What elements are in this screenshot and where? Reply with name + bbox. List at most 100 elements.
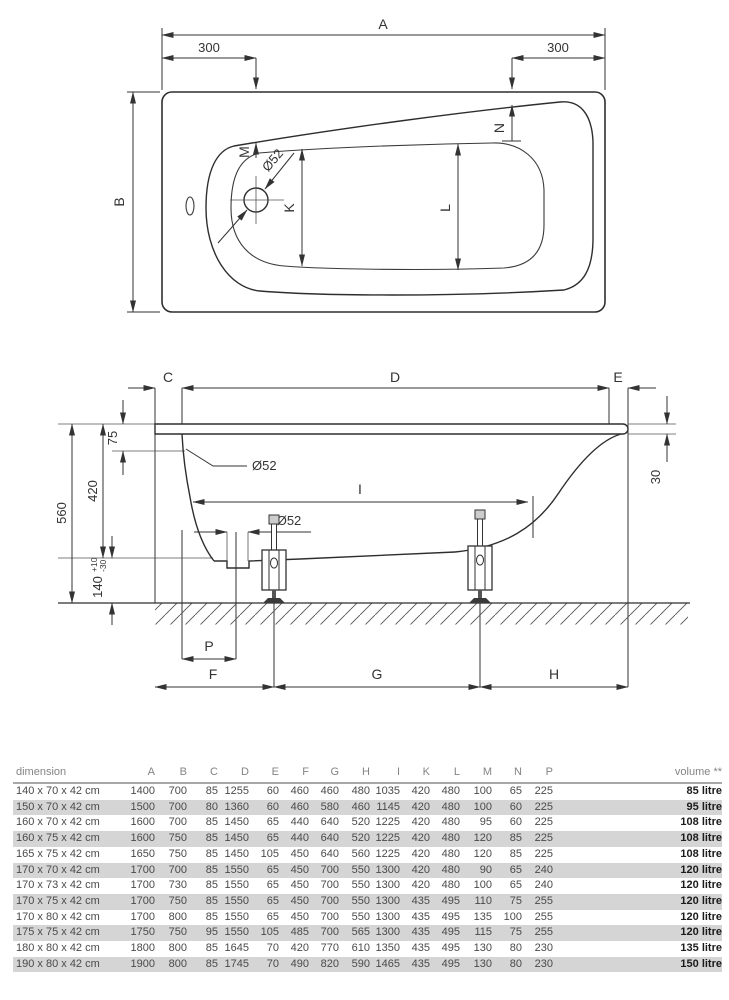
cell-value: 130 <box>473 942 492 955</box>
cell-value: 480 <box>441 832 460 845</box>
column-header-L: L <box>430 763 460 784</box>
cell-value: 420 <box>411 879 430 892</box>
cell-value: 1225 <box>375 847 400 860</box>
cell-value: 1300 <box>375 926 400 939</box>
cell-value: 450 <box>290 863 309 876</box>
dim-label-e: E <box>613 369 622 385</box>
cell-value: 1450 <box>224 816 249 829</box>
cell-value: 480 <box>441 800 460 813</box>
dim-label-140-minus: -30 <box>98 559 108 572</box>
cell-value: 460 <box>351 800 370 813</box>
cell-value: 120 <box>473 832 492 845</box>
cell-value: 460 <box>320 785 339 797</box>
cell-value: 1225 <box>375 816 400 829</box>
cell-value: 230 <box>534 957 553 970</box>
cell-value: 420 <box>411 800 430 813</box>
cell-value: 1700 <box>130 879 155 892</box>
cell-value: 85 <box>205 847 218 860</box>
column-header-B: B <box>155 763 187 784</box>
cell-value: 240 <box>534 879 553 892</box>
cell-dimension: 190 x 80 x 42 cm <box>16 957 100 970</box>
bathtub-top-view-drawing: A 300 300 B Ø52 M N K L <box>111 16 606 313</box>
cell-value: 1360 <box>224 800 249 813</box>
cell-value: 85 <box>205 863 218 876</box>
cell-value: 240 <box>534 863 553 876</box>
cell-value: 1700 <box>130 863 155 876</box>
foot-bolt <box>270 557 278 569</box>
cell-value: 420 <box>411 816 430 829</box>
tub-rim-outer-outline <box>161 91 606 313</box>
cell-value: 700 <box>320 926 339 939</box>
cell-volume: 120 litre <box>680 879 722 892</box>
cell-value: 800 <box>168 942 187 955</box>
cell-value: 225 <box>534 832 553 845</box>
cell-value: 1600 <box>130 832 155 845</box>
cell-value: 75 <box>509 926 522 939</box>
cell-volume: 108 litre <box>680 816 722 829</box>
foot-screw-nut <box>268 514 280 525</box>
cell-value: 1145 <box>376 800 400 813</box>
cell-dimension: 165 x 75 x 42 cm <box>16 847 100 860</box>
cell-value: 100 <box>503 910 522 923</box>
cell-value: 750 <box>168 832 187 845</box>
floor-hatching <box>155 603 688 625</box>
cell-value: 225 <box>534 816 553 829</box>
cell-value: 800 <box>168 910 187 923</box>
tub-rim-inner-outline <box>205 101 594 296</box>
cell-value: 60 <box>266 800 279 813</box>
cell-volume: 95 litre <box>686 800 722 813</box>
cell-value: 480 <box>441 847 460 860</box>
column-header-N: N <box>492 763 522 784</box>
cell-value: 1450 <box>224 847 249 860</box>
cell-volume: 120 litre <box>680 926 722 939</box>
cell-value: 100 <box>473 800 492 813</box>
cell-value: 1255 <box>224 785 249 797</box>
cell-value: 450 <box>290 879 309 892</box>
cell-value: 1225 <box>375 832 400 845</box>
cell-value: 610 <box>351 942 370 955</box>
cell-value: 255 <box>534 894 553 907</box>
dim-label-30: 30 <box>648 470 663 484</box>
cell-value: 495 <box>441 942 460 955</box>
cell-value: 750 <box>168 894 187 907</box>
cell-value: 700 <box>168 816 187 829</box>
cell-dimension: 175 x 75 x 42 cm <box>16 926 100 939</box>
cell-value: 435 <box>411 894 430 907</box>
cell-value: 490 <box>290 957 309 970</box>
cell-value: 495 <box>441 926 460 939</box>
cell-volume: 85 litre <box>686 785 722 797</box>
cell-volume: 108 litre <box>680 847 722 860</box>
column-header-volume: volume ** <box>553 763 722 784</box>
drain-leader <box>217 209 248 244</box>
cell-value: 560 <box>351 847 370 860</box>
column-header-F: F <box>279 763 309 784</box>
cell-value: 495 <box>441 957 460 970</box>
cell-value: 255 <box>534 926 553 939</box>
cell-value: 440 <box>290 832 309 845</box>
cell-value: 1300 <box>375 894 400 907</box>
cell-value: 1800 <box>130 942 155 955</box>
cell-value: 100 <box>473 785 492 797</box>
column-header-M: M <box>460 763 492 784</box>
foot-screw <box>271 523 277 551</box>
column-header-P: P <box>522 763 553 784</box>
tub-bottom <box>214 551 456 569</box>
cell-value: 450 <box>290 847 309 860</box>
cell-value: 700 <box>320 863 339 876</box>
cell-value: 420 <box>411 785 430 797</box>
cell-value: 105 <box>260 926 279 939</box>
cell-value: 480 <box>351 785 370 797</box>
cell-value: 730 <box>168 879 187 892</box>
cell-value: 420 <box>411 863 430 876</box>
tub-floor-outline <box>230 142 545 271</box>
column-header-E: E <box>249 763 279 784</box>
foot-base-plate <box>469 598 491 603</box>
cell-value: 420 <box>411 832 430 845</box>
cell-value: 1550 <box>224 910 249 923</box>
cell-value: 85 <box>205 942 218 955</box>
